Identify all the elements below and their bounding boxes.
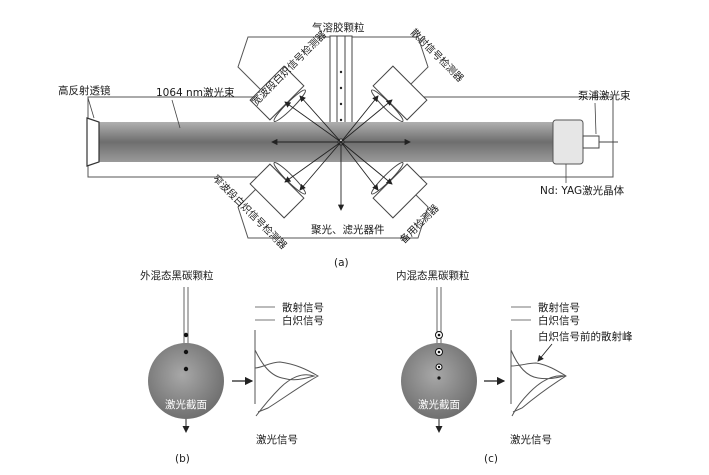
beam-label: 1064 nm激光束	[156, 86, 235, 99]
scatter-signal-curve	[510, 330, 567, 413]
panel-b: 外混态黑碳颗粒 激光截面 散射信号 白炽信号 激光信号 (b)	[140, 269, 324, 465]
panel-c-caption: (c)	[484, 453, 498, 465]
legend-incand: 白炽信号	[538, 314, 580, 327]
panel-b-title: 外混态黑碳颗粒	[140, 269, 214, 282]
particle-dot	[339, 118, 343, 122]
panel-c: 内混态黑碳颗粒 激光截面 散射信号 白炽信号 白炽信号前的散射峰 激光信号 (c…	[396, 269, 633, 465]
mirror-label: 高反射透镜	[58, 84, 111, 97]
panel-b-caption: (b)	[175, 453, 190, 465]
scatter-signal-curve	[254, 330, 320, 413]
particle-dot	[183, 366, 189, 372]
particle-dot	[183, 349, 189, 355]
legend-incand: 白炽信号	[282, 314, 324, 327]
yag-crystal	[552, 119, 584, 165]
legend-scatter: 散射信号	[538, 301, 580, 314]
section-label: 激光截面	[418, 398, 460, 411]
signal-label: 激光信号	[256, 433, 298, 446]
particle-dot	[339, 86, 343, 90]
signal-label: 激光信号	[510, 433, 552, 446]
incandescence-signal-curve	[510, 349, 566, 417]
incandescence-signal-curve	[254, 349, 316, 417]
particle-label: 气溶胶颗粒	[312, 21, 365, 34]
crystal-label: Nd: YAG激光晶体	[540, 184, 625, 197]
laser-section-disc	[148, 343, 224, 419]
optics-label: 聚光、滤光器件	[311, 223, 385, 236]
emission-arrows	[271, 95, 411, 211]
particle-dot	[339, 102, 343, 106]
panel-c-title: 内混态黑碳颗粒	[396, 269, 470, 282]
pump-source	[582, 135, 600, 149]
laser-section-disc	[401, 343, 477, 419]
pump-label: 泵浦激光束	[578, 89, 631, 102]
signal-plot	[254, 330, 320, 417]
particle-dot	[437, 376, 441, 380]
section-label: 激光截面	[165, 398, 207, 411]
particle-dot	[339, 70, 343, 74]
panel-a-caption: (a)	[334, 257, 349, 269]
signal-plot	[510, 330, 567, 417]
peak-label: 白炽信号前的散射峰	[538, 330, 633, 343]
legend-scatter: 散射信号	[282, 301, 324, 314]
panel-a: 气溶胶颗粒 高反射透镜 1064 nm激光束 泵浦激光束 Nd: YAG激光晶体…	[58, 21, 631, 269]
reflective-mirror	[86, 117, 100, 167]
particle-dot	[183, 332, 189, 338]
